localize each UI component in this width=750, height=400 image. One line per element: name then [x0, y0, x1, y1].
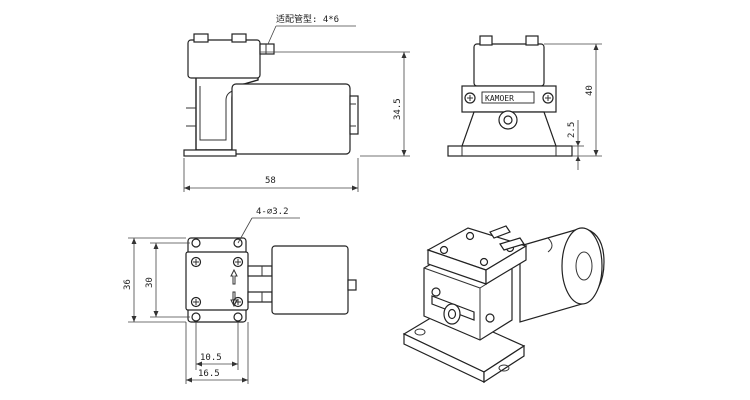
side-motor-cap: [349, 95, 359, 135]
dim-front-base: 2.5: [567, 122, 577, 138]
dim-front-height: 40: [585, 85, 595, 96]
iso-nozzle-1: [489, 225, 511, 239]
front-port-inner: [503, 115, 513, 125]
front-head-tab-right: [525, 35, 539, 46]
top-motor-terminal: [347, 279, 357, 291]
side-view: 适配管型: 4*6 58 34.5: [183, 13, 410, 192]
side-nozzle: [259, 43, 275, 55]
dim-side-height: 34.5: [393, 98, 403, 120]
iso-base-side: [483, 344, 525, 384]
front-base-plate: [447, 145, 573, 157]
dim-side-width: 58: [265, 176, 276, 186]
side-head-tab-left: [193, 33, 209, 43]
iso-port-inner: [447, 308, 457, 320]
iso-head-screw-1: [439, 245, 449, 255]
top-hole-1: [191, 238, 201, 248]
side-head-tab-right: [231, 33, 247, 43]
iso-motor-end: [561, 227, 603, 305]
dim-top-inner: 30: [145, 277, 155, 288]
iso-side-screw-2: [485, 313, 495, 323]
front-brand-text: KAMOER: [485, 94, 514, 103]
iso-side-screw-1: [431, 287, 441, 297]
iso-nozzle-2: [499, 237, 525, 251]
dim-top-outer: 36: [123, 279, 133, 290]
top-nozzle-lower: [247, 291, 273, 303]
top-hole-4: [233, 312, 243, 322]
top-flow-arrow-up: [230, 268, 238, 285]
front-pump-head: [473, 43, 545, 87]
pipe-note: 适配管型: 4*6: [276, 13, 339, 25]
front-brand-label: [481, 91, 535, 104]
iso-head-screw-2: [465, 231, 475, 241]
dim-top-w2: 16.5: [198, 369, 220, 379]
dim-top-w1: 10.5: [200, 353, 222, 363]
iso-head-side: [485, 244, 527, 286]
front-head-tab-left: [479, 35, 493, 46]
top-flow-arrow-down: [230, 291, 238, 308]
top-motor-body: [271, 245, 349, 315]
side-motor-body: [231, 83, 351, 155]
hole-note: 4-∅3.2: [256, 207, 289, 217]
iso-head-screw-4: [479, 257, 489, 267]
side-base: [183, 149, 237, 157]
isometric-view: [402, 225, 605, 384]
front-view: KAMOER 40 2.5: [447, 35, 602, 170]
side-pump-head: [187, 39, 261, 79]
top-view: 4-∅3.2 36 30 10.5 16.5: [123, 207, 357, 384]
top-hole-3: [191, 312, 201, 322]
top-nozzle-upper: [247, 265, 273, 277]
